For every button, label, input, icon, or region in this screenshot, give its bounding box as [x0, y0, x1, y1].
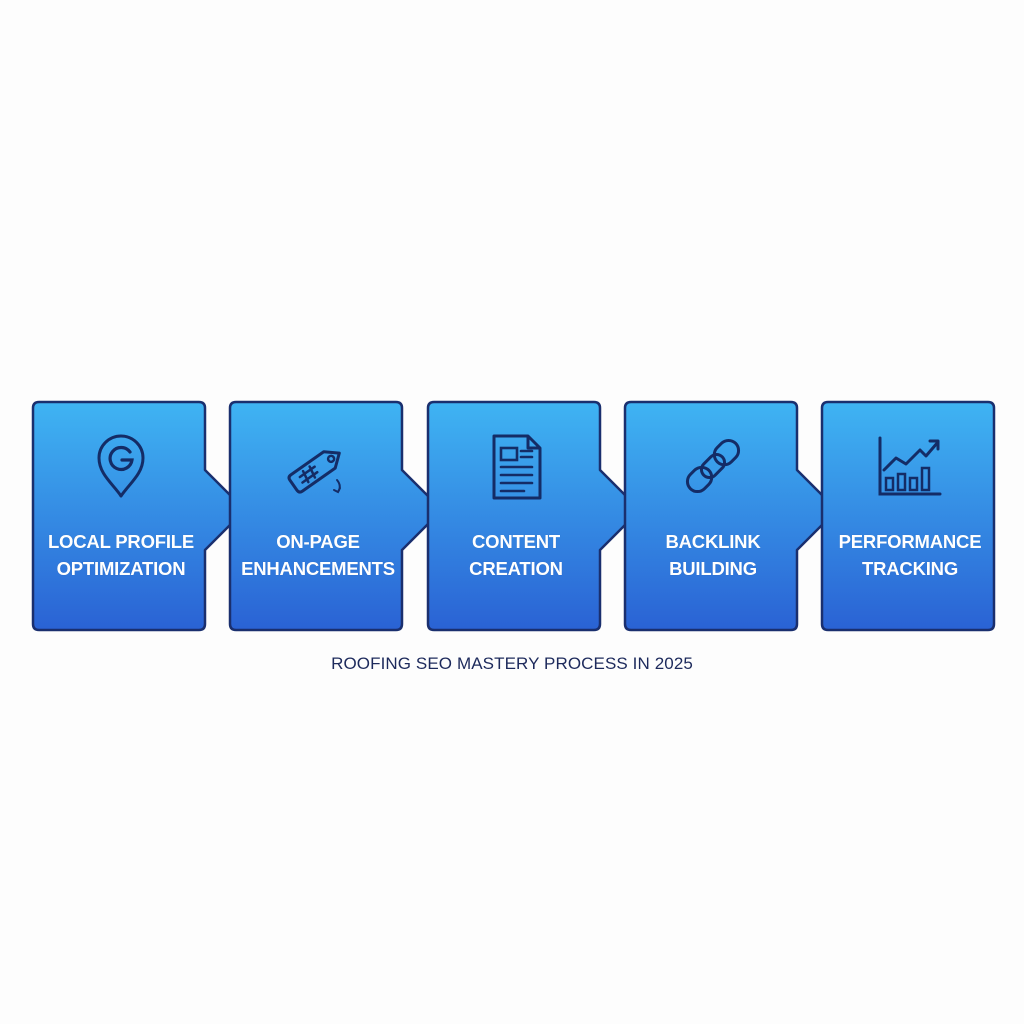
step-label: LOCAL PROFILE OPTIMIZATION [47, 531, 195, 579]
hashtag-price-tag-icon [287, 450, 341, 494]
step-label: BACKLINK BUILDING [665, 531, 761, 579]
step-label: PERFORMANCE TRACKING [838, 531, 982, 579]
step-local-profile: LOCAL PROFILE OPTIMIZATION [31, 400, 247, 632]
document-icon [492, 434, 542, 500]
step-backlink: BACKLINK BUILDING [623, 400, 839, 632]
step-box [31, 400, 247, 632]
step-performance: PERFORMANCE TRACKING [820, 400, 998, 632]
chain-link-icon [685, 438, 741, 494]
google-map-pin-icon [97, 434, 145, 498]
step-box [426, 400, 642, 632]
step-label: ON-PAGE ENHANCEMENTS [241, 531, 395, 579]
step-box [820, 400, 996, 632]
growth-chart-icon [878, 436, 942, 496]
step-box [228, 400, 444, 632]
step-label: CONTENT CREATION [469, 531, 563, 579]
step-box [623, 400, 839, 632]
step-content: CONTENT CREATION [426, 400, 642, 632]
step-on-page: ON-PAGE ENHANCEMENTS [228, 400, 444, 632]
diagram-caption: ROOFING SEO MASTERY PROCESS IN 2025 [331, 654, 693, 673]
